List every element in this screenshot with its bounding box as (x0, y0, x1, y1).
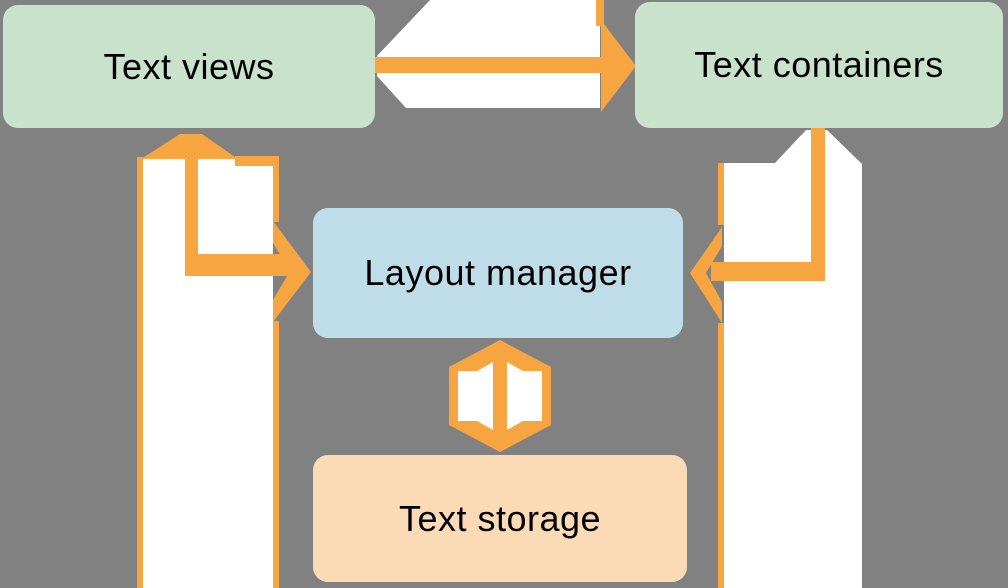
textviews-to-textcontainers-band (377, 0, 600, 108)
double-arrow-white-right (507, 362, 542, 430)
textcontainers-to-layoutmanager-arrow-vertical (811, 128, 825, 281)
textviews-to-layoutmanager-arrow-vertical (185, 138, 198, 268)
textviews-to-layoutmanager-arrow-horizontal (185, 254, 295, 276)
left-band (143, 158, 273, 588)
left-band-border-right-lower (273, 321, 279, 588)
left-band-border-left (137, 157, 143, 588)
node-text-storage-label: Text storage (398, 497, 602, 539)
textviews-to-layoutmanager-arrowhead (273, 221, 311, 322)
node-text-containers: Text containers (635, 2, 1003, 128)
right-band (724, 130, 862, 588)
node-text-views-label: Text views (103, 45, 275, 87)
textviews-to-textcontainers-arrow-shaft (375, 57, 612, 73)
textviews-to-textcontainers-arrow-tail (596, 0, 604, 26)
left-band-border-right-upper (273, 156, 279, 222)
textcontainers-to-layoutmanager-arrowhead (690, 227, 722, 323)
right-band-border-left-upper (718, 163, 724, 225)
left-band-border-top (235, 156, 279, 166)
double-arrow-white-left (458, 362, 493, 430)
node-layout-manager-label: Layout manager (364, 252, 632, 293)
layoutmanager-textstorage-double-arrow (449, 340, 551, 452)
right-band-border-left-lower (718, 323, 724, 588)
textcontainers-to-layoutmanager-arrow-horizontal (711, 262, 825, 281)
textviews-to-textcontainers-arrowhead (601, 20, 636, 112)
node-text-storage: Text storage (313, 455, 687, 582)
node-text-views: Text views (3, 5, 375, 128)
node-layout-manager: Layout manager (313, 208, 683, 338)
node-text-containers-label: Text containers (694, 44, 944, 85)
